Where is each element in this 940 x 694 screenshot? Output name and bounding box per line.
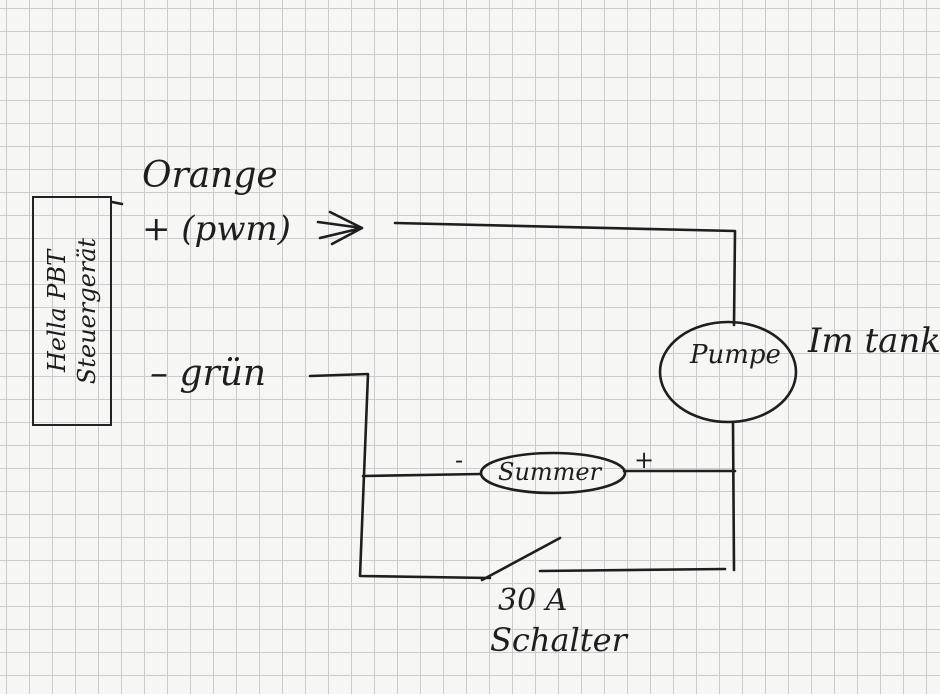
controller-box bbox=[32, 196, 112, 426]
wire-switch-right bbox=[538, 567, 727, 573]
controller-label-line1: Hella PBT bbox=[43, 249, 71, 373]
wire-pump-return bbox=[731, 421, 736, 572]
pump-location-label: Im tank bbox=[808, 321, 940, 361]
wire-buzzer-left bbox=[361, 472, 482, 478]
switch-label: Schalter bbox=[490, 621, 627, 659]
controller-label-line2: Steuergerät bbox=[73, 237, 101, 385]
positive-pwm-label: + (pwm) bbox=[142, 209, 291, 249]
pump-ellipse bbox=[658, 320, 798, 424]
switch-blade bbox=[480, 536, 562, 582]
switch-rating-label: 30 A bbox=[498, 583, 568, 618]
pump-label: Pumpe bbox=[690, 340, 781, 370]
wire-positive bbox=[393, 221, 737, 327]
arrow-icon bbox=[316, 210, 364, 246]
controller-label: Hella PBT Steuergerät bbox=[42, 238, 102, 384]
buzzer-ellipse bbox=[479, 451, 627, 495]
wire-color-orange-label: Orange bbox=[142, 155, 278, 196]
negative-green-label: – grün bbox=[150, 353, 267, 394]
buzzer-minus-label: - bbox=[455, 446, 464, 474]
buzzer-plus-label: + bbox=[634, 446, 655, 474]
buzzer-label: Summer bbox=[498, 458, 602, 486]
